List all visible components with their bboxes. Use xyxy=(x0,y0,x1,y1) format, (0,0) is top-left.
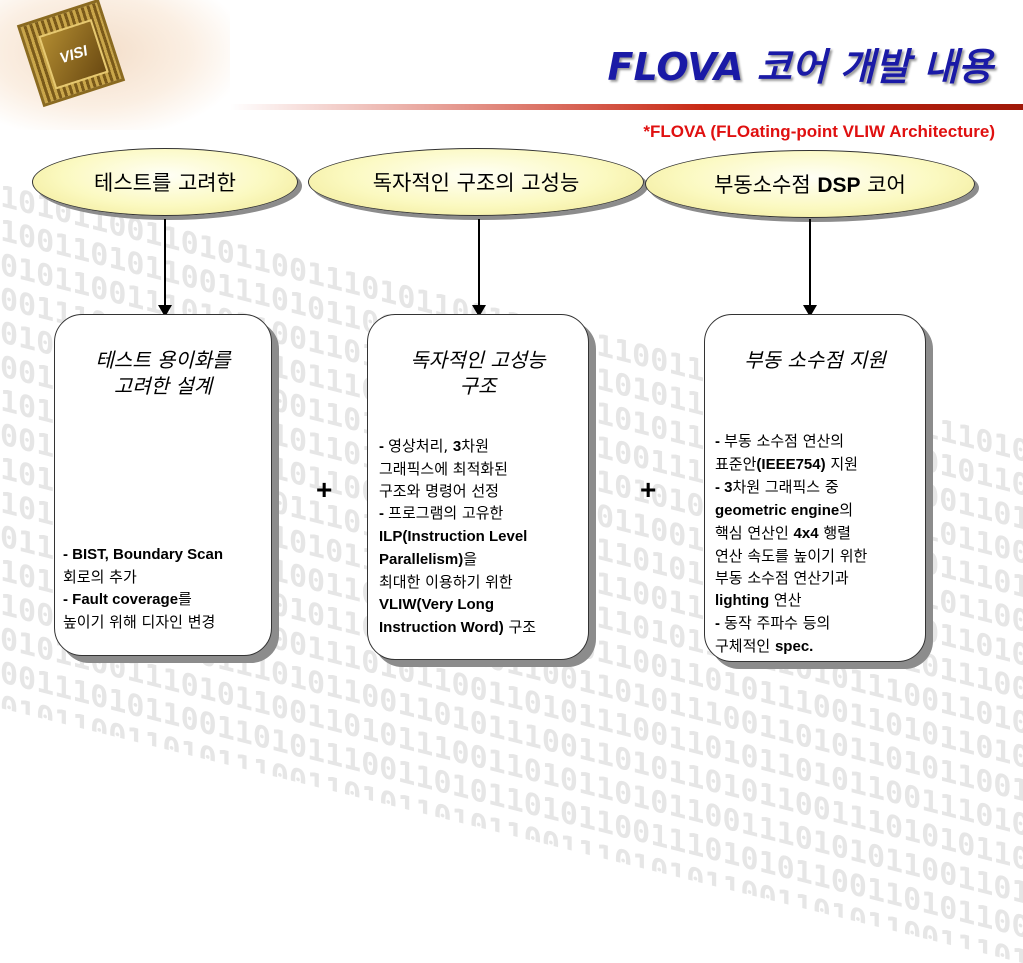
card-body-line: 핵심 연산인 4x4 행렬 xyxy=(715,524,851,542)
plus-sign-1: + xyxy=(316,474,333,505)
arrow-down-1 xyxy=(158,219,172,317)
card-body-line: - 프로그램의 고유한 xyxy=(379,504,504,522)
card-body-line: VLIW(Very Long xyxy=(379,596,495,613)
oval-dsp: 부동소수점 DSP 코어 xyxy=(645,150,975,218)
oval-architecture-label: 독자적인 구조의 고성능 xyxy=(372,171,580,195)
plus-sign-2: + xyxy=(640,474,657,505)
card-body-line: 부동 소수점 연산기과 xyxy=(715,569,849,587)
title-divider xyxy=(230,104,1023,110)
oval-test: 테스트를 고려한 xyxy=(32,148,298,216)
chip-logo-icon: VISI xyxy=(16,0,126,108)
card-test-title: 테스트 용이화를 고려한 설계 xyxy=(95,348,231,398)
oval-dsp-label: 부동소수점 DSP 코어 xyxy=(714,173,906,197)
card-test: 테스트 용이화를 고려한 설계 - BIST, Boundary Scan 회로의… xyxy=(54,314,272,656)
oval-test-label: 테스트를 고려한 xyxy=(94,171,236,195)
card-body-line: - Fault coverage를 xyxy=(63,590,192,608)
card-body-line: - 3차원 그래픽스 중 xyxy=(715,478,839,496)
card-body-line: 연산 속도를 높이기 위한 xyxy=(715,547,868,565)
card-architecture-title: 독자적인 고성능 구조 xyxy=(410,348,546,398)
card-body-line: Parallelism)을 xyxy=(379,550,478,568)
oval-architecture: 독자적인 구조의 고성능 xyxy=(308,148,644,216)
card-body-line: 구체적인 spec. xyxy=(715,637,814,655)
card-body-line: 회로의 추가 xyxy=(63,568,137,586)
card-body-line: 높이기 위해 디자인 변경 xyxy=(63,613,216,631)
card-body-line: Instruction Word) 구조 xyxy=(379,618,537,636)
card-dsp-title: 부동 소수점 지원 xyxy=(744,348,886,372)
card-body-line: - BIST, Boundary Scan xyxy=(63,546,224,563)
arrow-down-2 xyxy=(472,219,486,317)
card-body-line: lighting 연산 xyxy=(715,591,802,609)
card-body-line: 표준안(IEEE754) 지원 xyxy=(715,455,858,473)
arrow-down-3 xyxy=(803,219,817,317)
chip-logo-text: VISI xyxy=(38,19,109,90)
card-body-line: - 부동 소수점 연산의 xyxy=(715,432,845,450)
card-body-line: geometric engine의 xyxy=(715,501,854,519)
corner-decoration: VISI xyxy=(0,0,230,130)
page-subtitle: *FLOVA (FLOating-point VLIW Architecture… xyxy=(643,122,995,141)
card-body-line: 그래픽스에 최적화된 xyxy=(379,460,508,478)
card-body-line: 최대한 이용하기 위한 xyxy=(379,573,513,591)
page-title: FLOVA 코어 개발 내용 xyxy=(607,45,993,89)
card-body-line: - 영상처리, 3차원 xyxy=(379,437,489,455)
card-body-line: 구조와 명령어 선정 xyxy=(379,482,499,500)
card-body-line: ILP(Instruction Level xyxy=(379,528,528,545)
card-body-line: - 동작 주파수 등의 xyxy=(715,614,831,632)
card-test-body: - BIST, Boundary Scan 회로의 추가 - Fault cover… xyxy=(63,543,223,633)
